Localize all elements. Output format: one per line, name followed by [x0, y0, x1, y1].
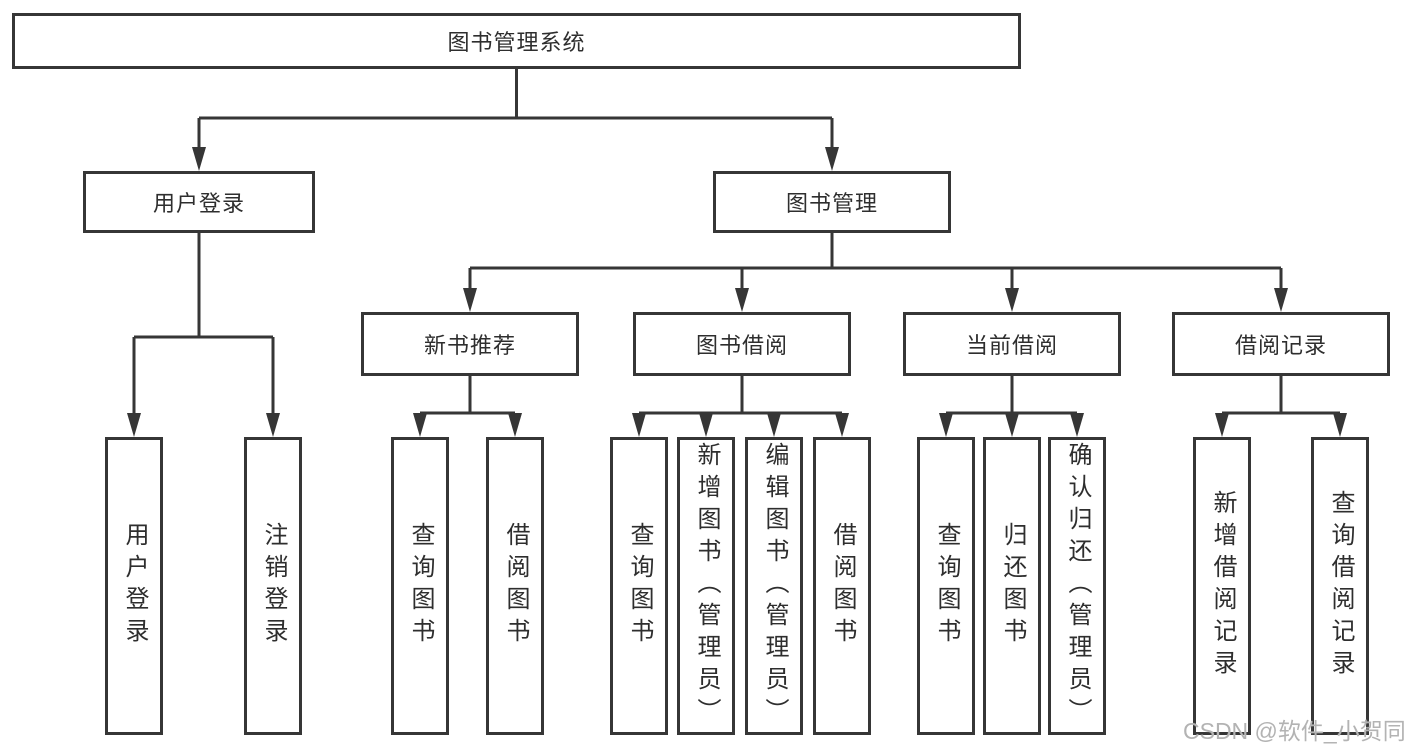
node-new-book-recommend: 新书推荐 [361, 312, 579, 376]
leaf-logout-label: 注销登录 [260, 522, 287, 650]
leaf-records-add-borrow-record: 新增借阅记录 [1193, 437, 1251, 735]
leaf-current-confirm-return-admin: 确认归还（管理员） [1048, 437, 1106, 735]
leaf-borrow-borrow-books: 借阅图书 [813, 437, 871, 735]
node-current-borrow: 当前借阅 [903, 312, 1121, 376]
leaf-records-add-borrow-record-label: 新增借阅记录 [1209, 490, 1236, 682]
leaf-current-return-books-label: 归还图书 [999, 522, 1026, 650]
node-book-borrow-label: 图书借阅 [695, 333, 788, 358]
leaf-recommend-query-books-label: 查询图书 [407, 522, 434, 650]
node-root-label: 图书管理系统 [447, 30, 586, 55]
leaf-borrow-borrow-books-label: 借阅图书 [829, 522, 856, 650]
watermark: CSDN @软件_小贺同学 [1183, 718, 1405, 744]
node-borrow-records-label: 借阅记录 [1234, 333, 1327, 358]
leaf-user-login-label: 用户登录 [121, 522, 148, 650]
leaf-user-login: 用户登录 [105, 437, 163, 735]
node-borrow-records: 借阅记录 [1172, 312, 1390, 376]
leaf-current-return-books: 归还图书 [983, 437, 1041, 735]
node-current-borrow-label: 当前借阅 [965, 333, 1058, 358]
leaf-records-query-borrow-record: 查询借阅记录 [1311, 437, 1369, 735]
leaf-recommend-query-books: 查询图书 [391, 437, 449, 735]
leaf-logout: 注销登录 [244, 437, 302, 735]
node-book-management: 图书管理 [713, 171, 951, 233]
leaf-current-query-books: 查询图书 [917, 437, 975, 735]
leaf-recommend-borrow-books-label: 借阅图书 [502, 522, 529, 650]
node-book-borrow: 图书借阅 [633, 312, 851, 376]
leaf-borrow-edit-books-admin-label: 编辑图书（管理员） [761, 442, 788, 730]
node-new-book-recommend-label: 新书推荐 [423, 333, 516, 358]
leaf-current-query-books-label: 查询图书 [933, 522, 960, 650]
leaf-borrow-add-books-admin: 新增图书（管理员） [677, 437, 735, 735]
node-book-management-label: 图书管理 [785, 191, 878, 216]
leaf-borrow-query-books-label: 查询图书 [626, 522, 653, 650]
leaf-borrow-query-books: 查询图书 [610, 437, 668, 735]
leaf-current-confirm-return-admin-label: 确认归还（管理员） [1064, 442, 1091, 730]
leaf-borrow-add-books-admin-label: 新增图书（管理员） [693, 442, 720, 730]
node-user-login: 用户登录 [83, 171, 315, 233]
leaf-borrow-edit-books-admin: 编辑图书（管理员） [745, 437, 803, 735]
node-root-system: 图书管理系统 [12, 13, 1021, 69]
node-user-login-label: 用户登录 [152, 191, 245, 216]
leaf-recommend-borrow-books: 借阅图书 [486, 437, 544, 735]
leaf-records-query-borrow-record-label: 查询借阅记录 [1327, 490, 1354, 682]
